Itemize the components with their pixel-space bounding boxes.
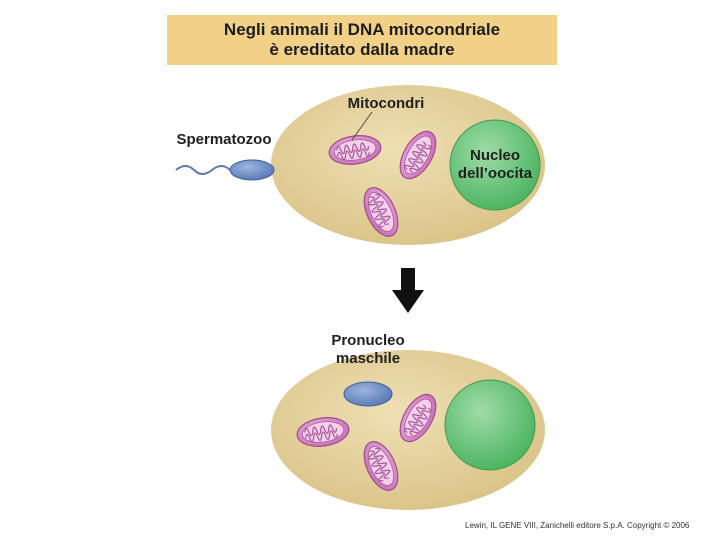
sperm-head	[229, 159, 275, 181]
copyright-credit: Lewin, IL GENE VIII, Zanichelli editore …	[465, 521, 690, 530]
female-pronucleus	[444, 379, 536, 471]
label-mitochondria: Mitocondri	[347, 95, 425, 112]
male-pronucleus	[343, 381, 393, 407]
oocyte-nucleus	[449, 119, 541, 211]
label-male-pronucleus-line-2: maschile	[335, 350, 401, 367]
label-male-pronucleus: Pronucleo maschile	[313, 332, 423, 368]
down-arrow-icon	[392, 268, 424, 313]
title-line-1: Negli animali il DNA mitocondriale	[223, 20, 501, 39]
title-line-2: è ereditato dalla madre	[269, 40, 455, 59]
label-oocyte-nucleus: Nucleo dell’oocita	[448, 147, 542, 183]
sperm-tail	[175, 165, 231, 175]
label-oocyte-nucleus-line-2: dell’oocita	[457, 165, 533, 182]
label-male-pronucleus-line-1: Pronucleo	[331, 332, 405, 349]
mitochondria-pointer	[351, 111, 373, 141]
label-sperm: Spermatozoo	[176, 131, 272, 148]
label-oocyte-nucleus-line-1: Nucleo	[469, 147, 520, 164]
title-box: Negli animali il DNA mitocondriale è ere…	[167, 15, 557, 65]
